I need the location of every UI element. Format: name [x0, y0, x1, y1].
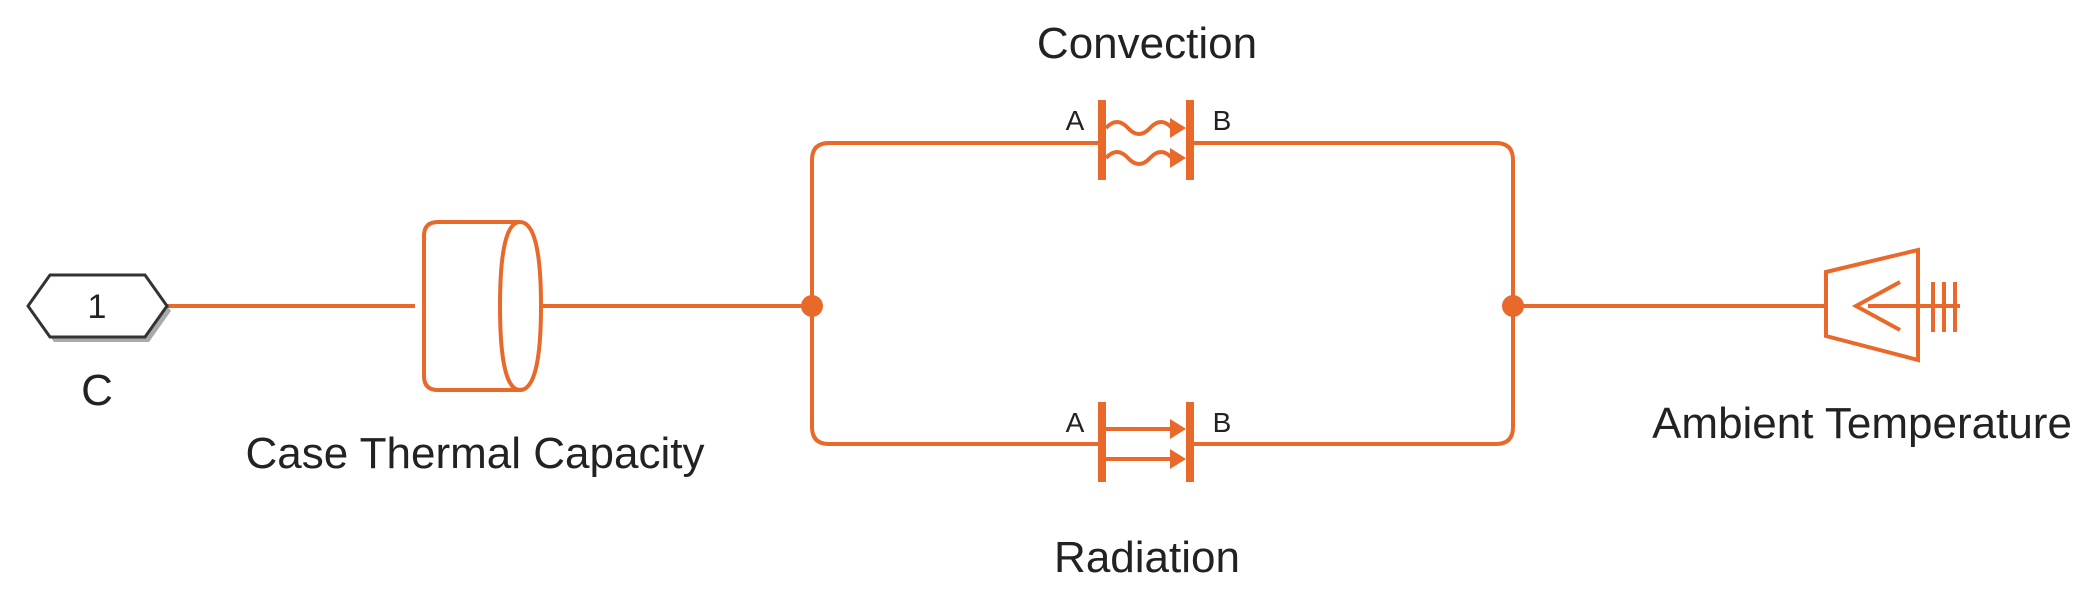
junction-left — [801, 295, 823, 317]
convection-label: Convection — [1037, 19, 1257, 68]
junction-right — [1502, 295, 1524, 317]
radiation-label: Radiation — [1054, 533, 1240, 582]
radiation-block[interactable]: A B Radiation — [1054, 402, 1240, 582]
radiation-port-a-label: A — [1066, 407, 1085, 438]
wire-junction-to-convection-a[interactable] — [810, 141, 1100, 306]
thermal-mass-block[interactable]: Case Thermal Capacity — [246, 220, 705, 478]
thermal-mass-body — [422, 220, 544, 392]
convection-port-b-label: B — [1213, 105, 1232, 136]
convection-port-a-label: A — [1066, 105, 1085, 136]
convection-wave-lower — [1104, 150, 1174, 166]
radiation-port-b-label: B — [1213, 407, 1232, 438]
ambient-temperature-block[interactable]: Ambient Temperature — [1652, 247, 2072, 448]
radiation-arrow-lower — [1170, 449, 1186, 469]
thermal-mass-label: Case Thermal Capacity — [246, 429, 705, 478]
ambient-label: Ambient Temperature — [1652, 399, 2072, 448]
wire-radiation-b-to-junction[interactable] — [1192, 306, 1515, 446]
convection-block[interactable]: Convection A B — [1037, 19, 1257, 180]
thermal-mass-face — [497, 220, 521, 392]
inport-number: 1 — [88, 288, 107, 326]
inport-outline — [26, 273, 169, 339]
wire-convection-b-to-junction[interactable] — [1192, 141, 1515, 306]
ambient-body — [1824, 247, 1920, 363]
inport-name: C — [81, 366, 113, 415]
wires — [165, 141, 1826, 446]
convection-wave-upper — [1104, 120, 1174, 136]
convection-arrow-upper — [1170, 118, 1186, 138]
wire-junction-to-radiation-a[interactable] — [810, 306, 1100, 446]
convection-arrow-lower — [1170, 148, 1186, 168]
ambient-arrow-head — [1851, 280, 1901, 332]
inport-block[interactable]: 1 C — [26, 273, 171, 415]
radiation-arrow-upper — [1170, 419, 1186, 439]
